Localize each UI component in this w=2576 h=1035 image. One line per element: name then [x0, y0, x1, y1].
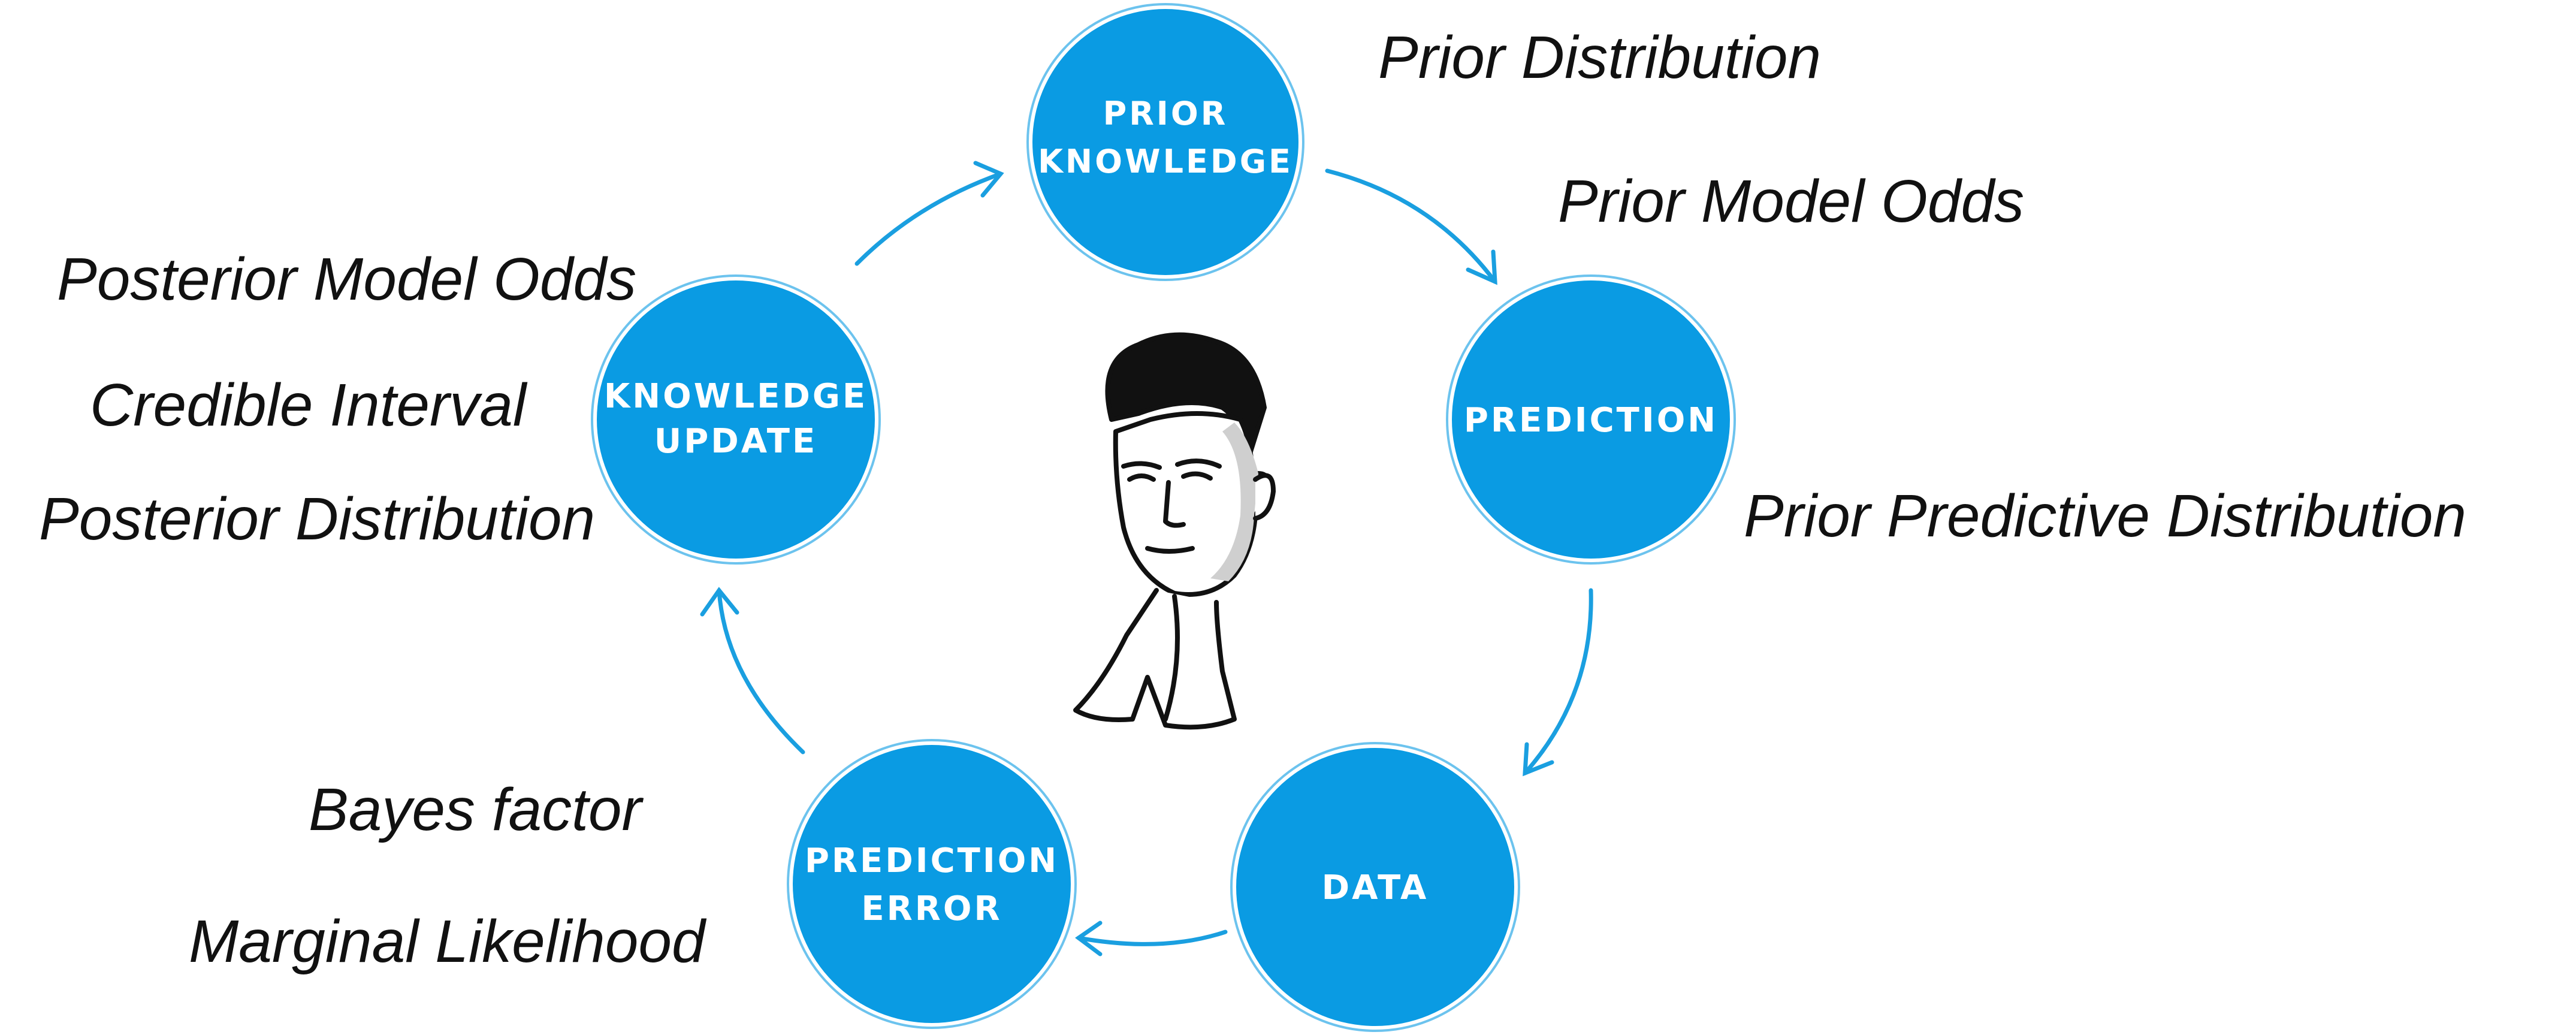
node-data: DATA [1230, 742, 1520, 1032]
arrowhead-data-to-error [1075, 921, 1103, 956]
prior-knowledge-circle [1032, 9, 1298, 275]
prior-knowledge-line2: KNOWLEDGE [1038, 143, 1293, 180]
data-line1: DATA [1322, 868, 1429, 907]
arrowhead-update-to-prior [973, 161, 1004, 198]
arrowhead-error-to-update [700, 587, 739, 617]
prediction-line1: PREDICTION [1464, 401, 1718, 440]
prediction-error-line2: ERROR [861, 889, 1002, 928]
node-prediction-error: PREDICTION ERROR [787, 739, 1077, 1029]
label-bayes-factor: Bayes factor [309, 776, 644, 843]
prediction-error-line1: PREDICTION [805, 841, 1059, 880]
arrow-prediction-to-data [1523, 588, 1593, 776]
node-prediction: PREDICTION [1446, 274, 1736, 565]
arrow-data-to-error [1076, 930, 1228, 946]
knowledge-update-circle [597, 280, 875, 559]
node-knowledge-update: KNOWLEDGE UPDATE [591, 274, 881, 565]
prediction-circle [1452, 280, 1730, 559]
cycle-arrows [700, 161, 1593, 956]
knowledge-update-line1: KNOWLEDGE [604, 377, 868, 416]
label-credible-interval: Credible Interval [90, 372, 528, 439]
label-prior-model-odds: Prior Model Odds [1558, 168, 2024, 235]
data-circle [1236, 748, 1514, 1026]
portrait-sketch [1073, 332, 1276, 730]
label-posterior-distribution: Posterior Distribution [39, 485, 595, 553]
label-marginal-likelihood: Marginal Likelihood [189, 908, 707, 975]
label-prior-predictive-distribution: Prior Predictive Distribution [1744, 482, 2466, 550]
arrow-update-to-prior [854, 171, 1003, 266]
arrow-prior-to-prediction [1325, 168, 1497, 284]
label-prior-distribution: Prior Distribution [1378, 24, 1821, 91]
arrowhead-prediction-to-data [1523, 742, 1554, 777]
arrow-error-to-update [717, 588, 805, 755]
prior-knowledge-line1: PRIOR [1103, 95, 1228, 132]
prediction-error-circle [793, 745, 1071, 1023]
node-prior-knowledge: PRIOR KNOWLEDGE [1026, 3, 1304, 281]
arrowhead-prior-to-prediction [1466, 249, 1497, 285]
knowledge-update-line2: UPDATE [654, 422, 817, 461]
label-posterior-model-odds: Posterior Model Odds [57, 246, 636, 313]
